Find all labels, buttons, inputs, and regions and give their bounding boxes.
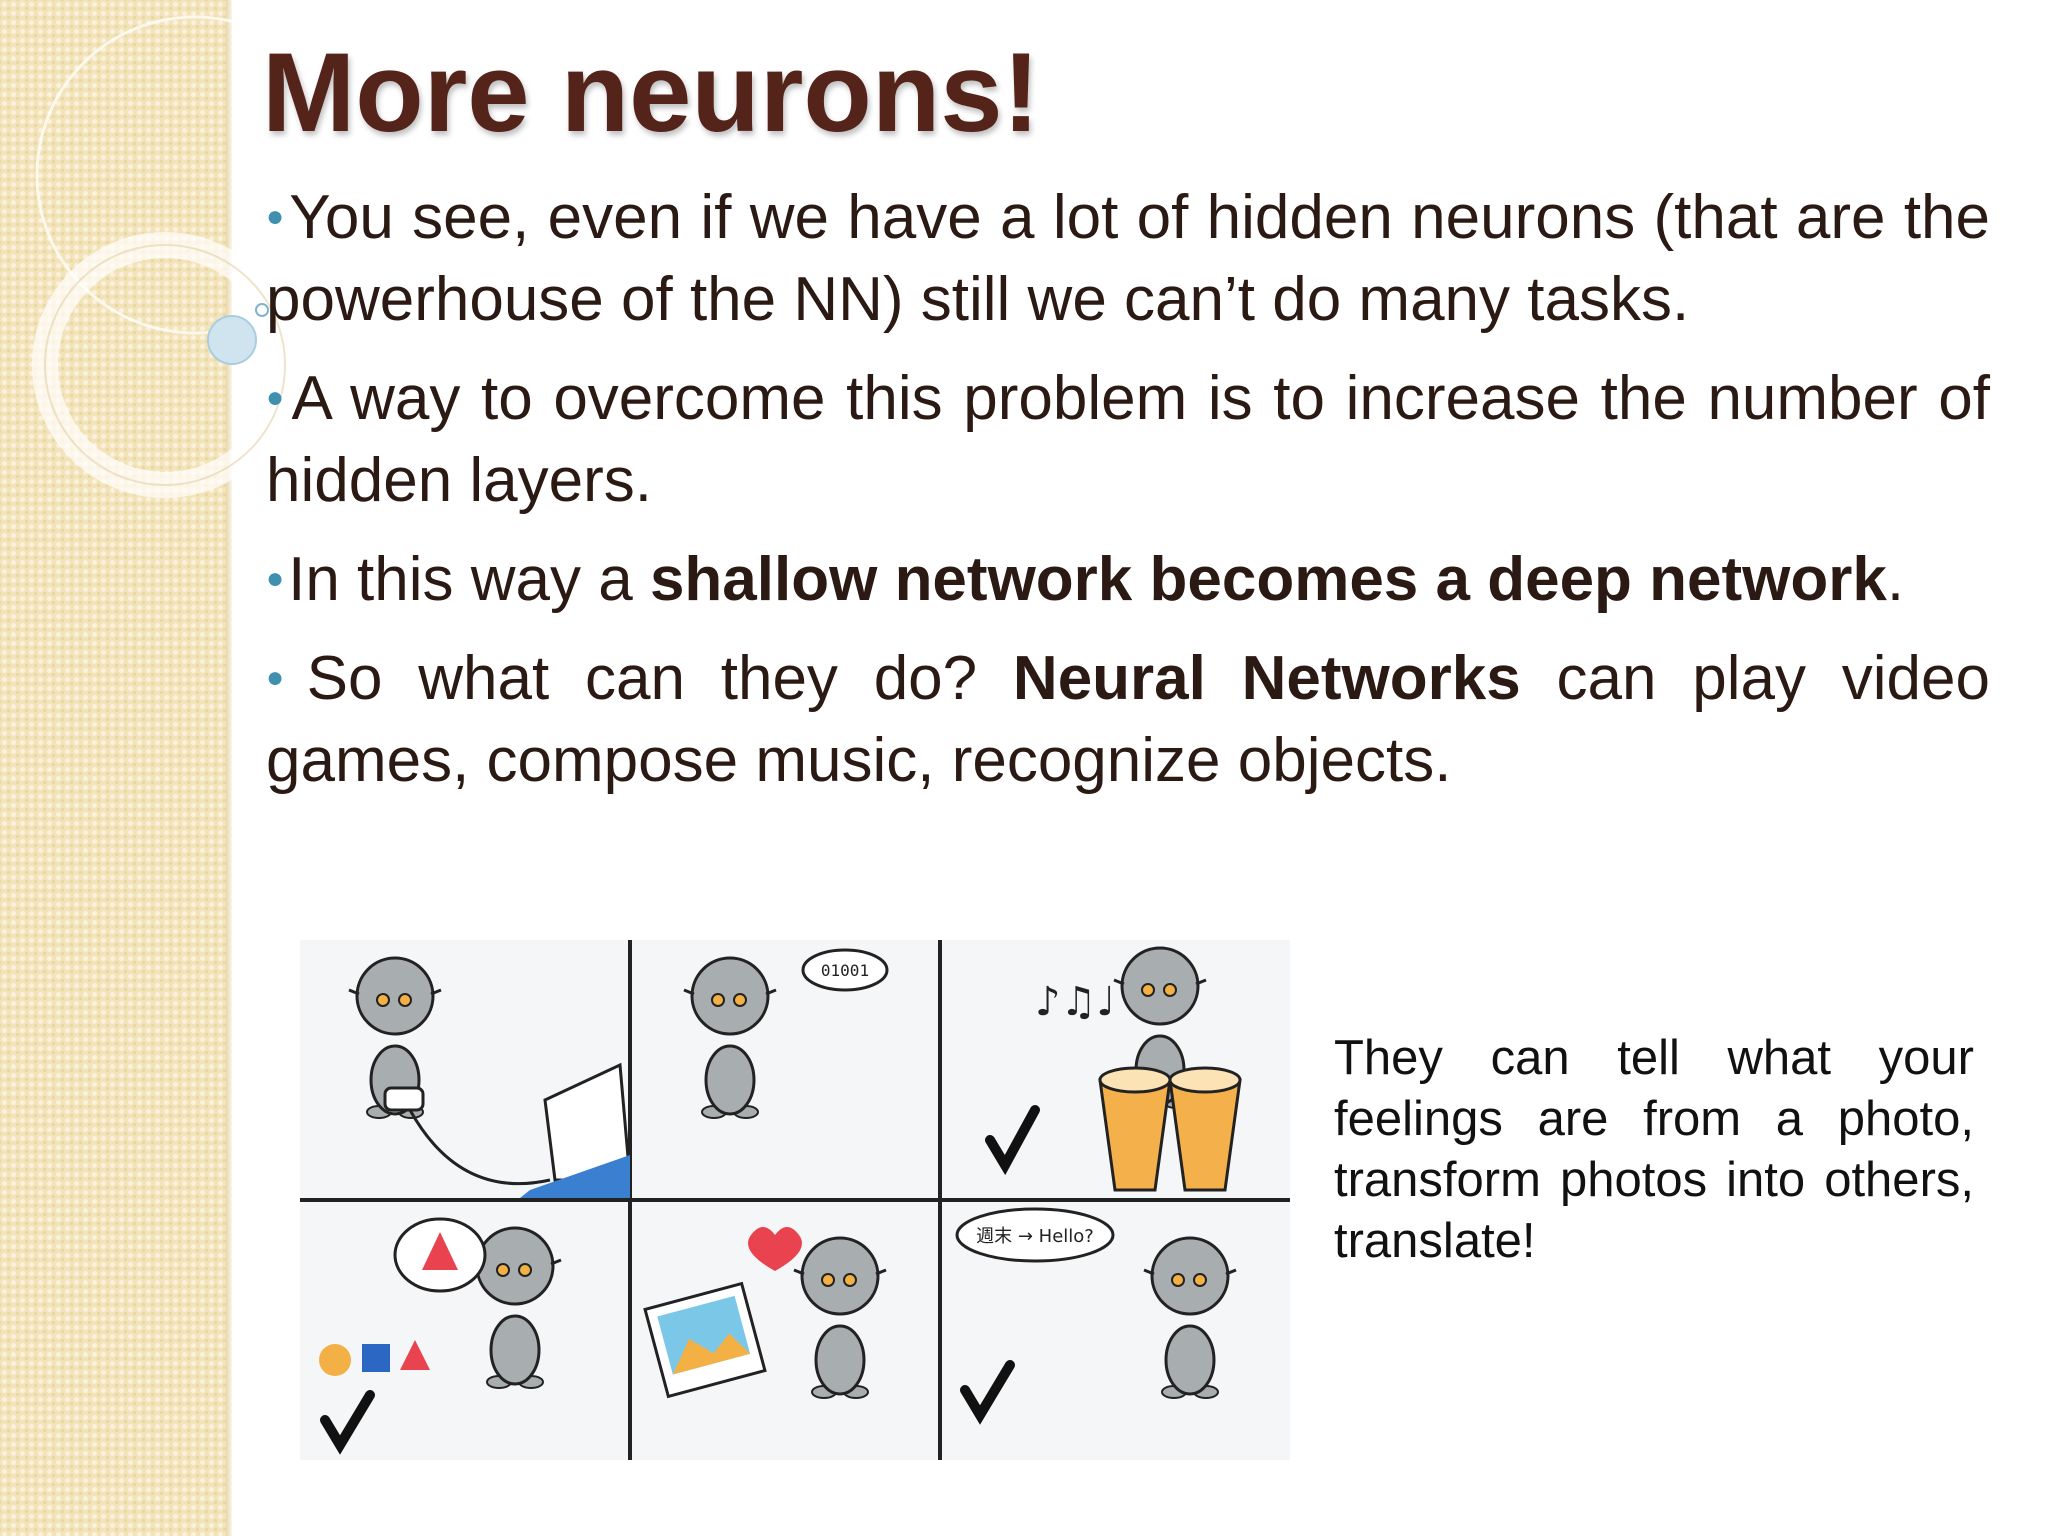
bullet-text: So what can they do? xyxy=(306,644,1013,713)
check-icon xyxy=(960,1360,1015,1425)
bullet-marker: ● xyxy=(266,200,286,233)
robot-comic-grid: 01001 ♪♫♩ 週末 → Hello? xyxy=(300,940,1290,1460)
robot-illustration: 01001 ♪♫♩ 週末 → Hello? xyxy=(300,920,1290,1488)
speech-bubble xyxy=(801,948,889,992)
circle-shape-icon xyxy=(319,1344,351,1376)
bullet-text: In this way a xyxy=(288,545,650,614)
caption-text: They can tell what your feelings are fro… xyxy=(1334,1031,1974,1268)
triangle-shape-icon xyxy=(400,1340,430,1370)
bullet-text: You see, even if we have a lot of hidden… xyxy=(266,183,1991,334)
heart-icon xyxy=(748,1227,802,1271)
bullet-item-4: ●So what can they do? Neural Networks ca… xyxy=(266,637,1990,802)
speech-bubble xyxy=(955,1207,1115,1263)
bullet-marker: ● xyxy=(266,661,303,694)
bullet-item-2: ●A way to overcome this problem is to in… xyxy=(266,357,1990,522)
decorative-sidebar xyxy=(0,0,226,1536)
bullet-item-1: ●You see, even if we have a lot of hidde… xyxy=(266,176,1990,341)
game-controller-icon xyxy=(383,1086,425,1112)
bullet-text: A way to overcome this problem is to inc… xyxy=(266,364,1990,515)
music-notes-icon: ♪♫♩ xyxy=(1035,979,1115,1025)
triangle-icon xyxy=(422,1232,458,1270)
binary-bubble-text: 01001 xyxy=(821,961,869,980)
bullet-marker: ● xyxy=(266,381,288,414)
bold-phrase: Neural Networks xyxy=(1012,644,1521,713)
bold-phrase: shallow network becomes a deep network xyxy=(649,545,1887,614)
check-icon xyxy=(320,1390,375,1455)
bullet-text-end: . xyxy=(1886,545,1905,614)
bullet-marker: ● xyxy=(266,562,285,595)
wave-icon xyxy=(520,1155,630,1198)
sidebar-edge xyxy=(226,0,232,1536)
check-icon xyxy=(985,1105,1040,1176)
square-shape-icon xyxy=(362,1344,390,1372)
slide-title: More neurons! xyxy=(262,30,1040,155)
bullet-text-end: can play video games, compose music, rec… xyxy=(266,644,1990,795)
photo-icon xyxy=(643,1281,767,1399)
translate-bubble-text: 週末 → Hello? xyxy=(976,1226,1094,1247)
bullet-item-3: ●In this way a shallow network becomes a… xyxy=(266,538,1990,621)
bullet-list: ●You see, even if we have a lot of hidde… xyxy=(266,176,1990,818)
